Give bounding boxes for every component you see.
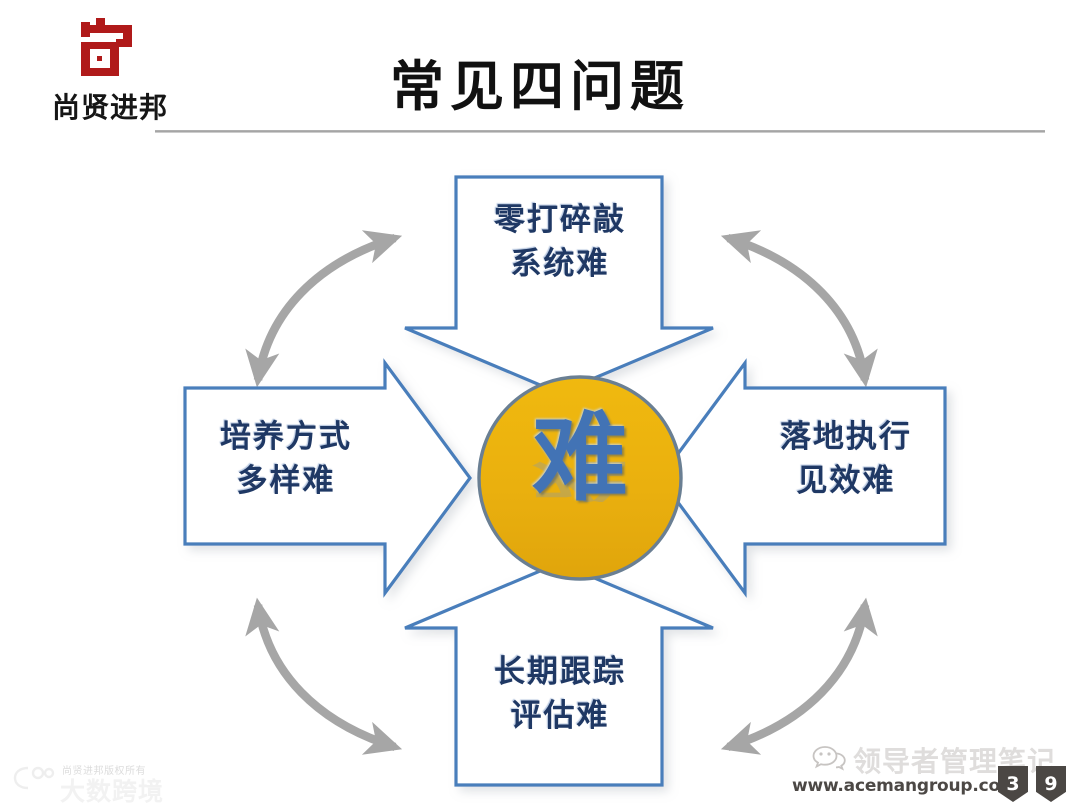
watermark-left-big-text: 大数跨境 bbox=[60, 777, 165, 806]
arc-top-left bbox=[245, 230, 403, 388]
arc-bottom-left bbox=[245, 597, 403, 755]
title-divider bbox=[155, 130, 1045, 133]
node-shape-bottom bbox=[404, 561, 714, 787]
dashu-kuajing-logo-icon bbox=[12, 762, 56, 799]
connector-arcs bbox=[245, 230, 878, 755]
node-shape-left bbox=[183, 358, 472, 598]
node-shape-right bbox=[658, 358, 947, 598]
node-shape-top bbox=[404, 175, 714, 395]
page-badge-ones: 9 bbox=[1036, 766, 1066, 802]
logo-wordmark: 尚贤进邦 bbox=[51, 91, 168, 124]
page-number-badges: 3 9 bbox=[998, 766, 1066, 802]
wechat-icon bbox=[812, 744, 846, 777]
page-badge-tens: 3 bbox=[998, 766, 1028, 802]
watermark-left-texts: 尚贤进邦版权所有 大数跨境 bbox=[60, 760, 202, 806]
diagram-shapes bbox=[183, 175, 947, 787]
watermark-left-small-text: 尚贤进邦版权所有 bbox=[62, 766, 146, 777]
watermark-left: 尚贤进邦版权所有 大数跨境 bbox=[12, 756, 202, 806]
watermark-url: www.acemangroup.com bbox=[792, 776, 1018, 796]
arc-top-right bbox=[720, 230, 878, 388]
page-title: 常见四问题 bbox=[390, 55, 690, 118]
center-circle bbox=[477, 375, 683, 581]
arc-bottom-right bbox=[720, 597, 878, 755]
four-problems-diagram: 零打碎敲 系统难 培养方式 多样难 落地执行 见效难 长期跟踪 评估难 难 难 bbox=[0, 150, 1080, 810]
company-logo: 尚贤进邦 bbox=[30, 18, 190, 128]
watermark-right: 领导者管理笔记 www.acemangroup.com 3 9 bbox=[792, 740, 1072, 802]
shang-seal-logo-icon bbox=[77, 18, 143, 80]
